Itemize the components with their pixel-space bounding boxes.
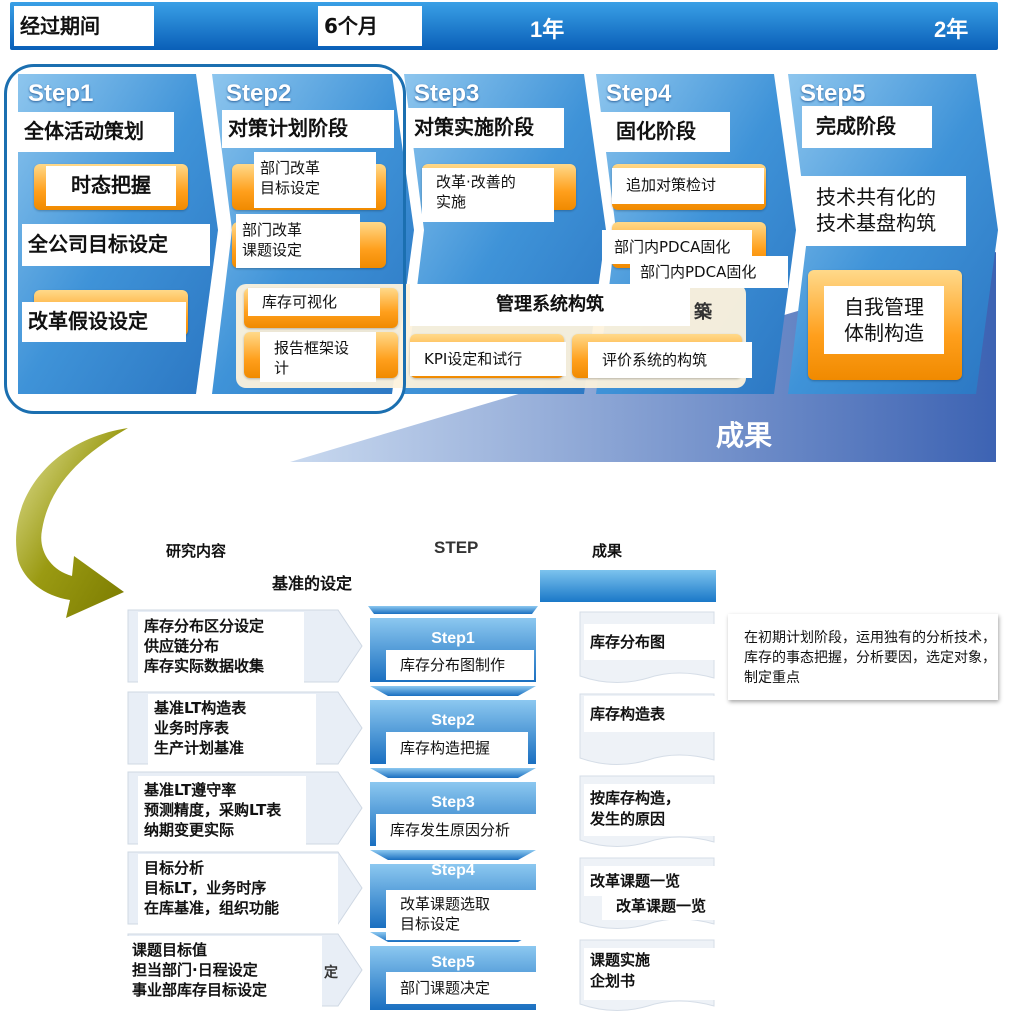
timeline-1year: 1年: [530, 17, 565, 42]
mgmt-title: 管理系统构筑: [410, 284, 690, 326]
step1-item-1: 时态把握: [46, 166, 176, 206]
note-shadow: [728, 614, 998, 700]
step3-phase: 对策实施阶段: [408, 108, 564, 148]
step1-item-3: 改革假设设定: [22, 302, 186, 342]
step1-title: Step1: [28, 80, 94, 107]
row1-result: 库存分布图: [584, 624, 716, 660]
row4-task: 改革课题选取 目标设定: [386, 890, 540, 940]
timeline-6months: 6个月: [318, 6, 422, 46]
step2-phase: 对策计划阶段: [222, 110, 394, 148]
row1-step: Step1: [431, 630, 475, 647]
row5-step: Step5: [431, 954, 475, 971]
step3-item-1: 改革·改善的 实施: [422, 168, 554, 222]
mgmt-eval: 评价系统的构筑: [588, 342, 752, 378]
row5-result: 课题实施 企划书: [584, 948, 716, 1000]
step3-title: Step3: [414, 80, 480, 107]
row1-research: 库存分布区分设定 供应链分布 库存实际数据收集: [138, 612, 304, 686]
row3-research: 基准LT遵守率 预测精度，采购LT表 纳期变更实际: [138, 776, 306, 846]
step2-item-1: 部门改革 目标设定: [254, 152, 376, 208]
step4-item-1: 追加对策检讨: [612, 168, 764, 204]
note-text: 在初期计划阶段，运用独有的分析技术，库存的事态把握，分析要因，选定对象，制定重点: [744, 630, 996, 686]
step2-item-3: 库存可视化: [248, 288, 380, 316]
step2-title: Step2: [226, 80, 292, 107]
curved-arrow: [16, 428, 128, 618]
banner-label: 基准的设定: [126, 566, 540, 602]
step1-phase: 全体活动策划: [18, 112, 174, 152]
timeline-label: 经过期间: [14, 6, 154, 46]
row2-task: 库存构造把握: [386, 732, 528, 764]
step5-phase: 完成阶段: [802, 106, 932, 148]
mgmt-kpi: KPI设定和试行: [410, 342, 566, 376]
header-research: 研究内容: [166, 542, 227, 560]
step1-item-2: 全公司目标设定: [22, 224, 210, 266]
header-step: STEP: [434, 538, 479, 557]
step4-title: Step4: [606, 80, 672, 107]
row5-research: 课题目标值 担当部门·日程设定 事业部库存目标设定: [126, 936, 322, 1008]
row4-result: 改革课题一览: [584, 866, 716, 896]
timeline-2year: 2年: [934, 17, 969, 42]
timeline-bar: 经过期间 6个月 1年 2年: [10, 2, 998, 50]
step5-item-1: 技术共有化的 技术基盘构筑: [800, 176, 966, 246]
row4-research: 目标分析 目标LT，业务时序 在库基准，组织功能: [138, 854, 338, 926]
step4-item-3: 部门内PDCA固化: [630, 256, 788, 288]
step2-item-2: 部门改革 课题设定: [236, 214, 360, 268]
result-label: 成果: [716, 419, 773, 452]
row1-task: 库存分布图制作: [386, 650, 534, 680]
row2-result: 库存构造表: [584, 696, 716, 732]
row3-step: Step3: [431, 794, 475, 811]
row5-partial: 定: [324, 965, 338, 981]
row2-research: 基准LT构造表 业务时序表 生产计划基准: [148, 694, 316, 768]
row3-task: 库存发生原因分析: [376, 814, 540, 846]
step4-item-2: 部门内PDCA固化: [602, 230, 752, 264]
step4-phase: 固化阶段: [600, 112, 730, 152]
row4-step: Step4: [431, 862, 475, 879]
row4-result-2: 改革课题一览: [602, 892, 720, 920]
step5-title: Step5: [800, 80, 866, 107]
mgmt-partial: 築: [694, 302, 712, 323]
step5-item-2: 自我管理 体制构造: [824, 286, 944, 354]
row2-step: Step2: [431, 712, 475, 729]
step2-item-4: 报告框架设 计: [260, 332, 376, 382]
header-result: 成果: [592, 542, 623, 560]
row3-result: 按库存构造， 发生的原因: [584, 784, 716, 836]
focus-outline: [4, 64, 406, 414]
row5-task: 部门课题决定: [386, 972, 540, 1004]
